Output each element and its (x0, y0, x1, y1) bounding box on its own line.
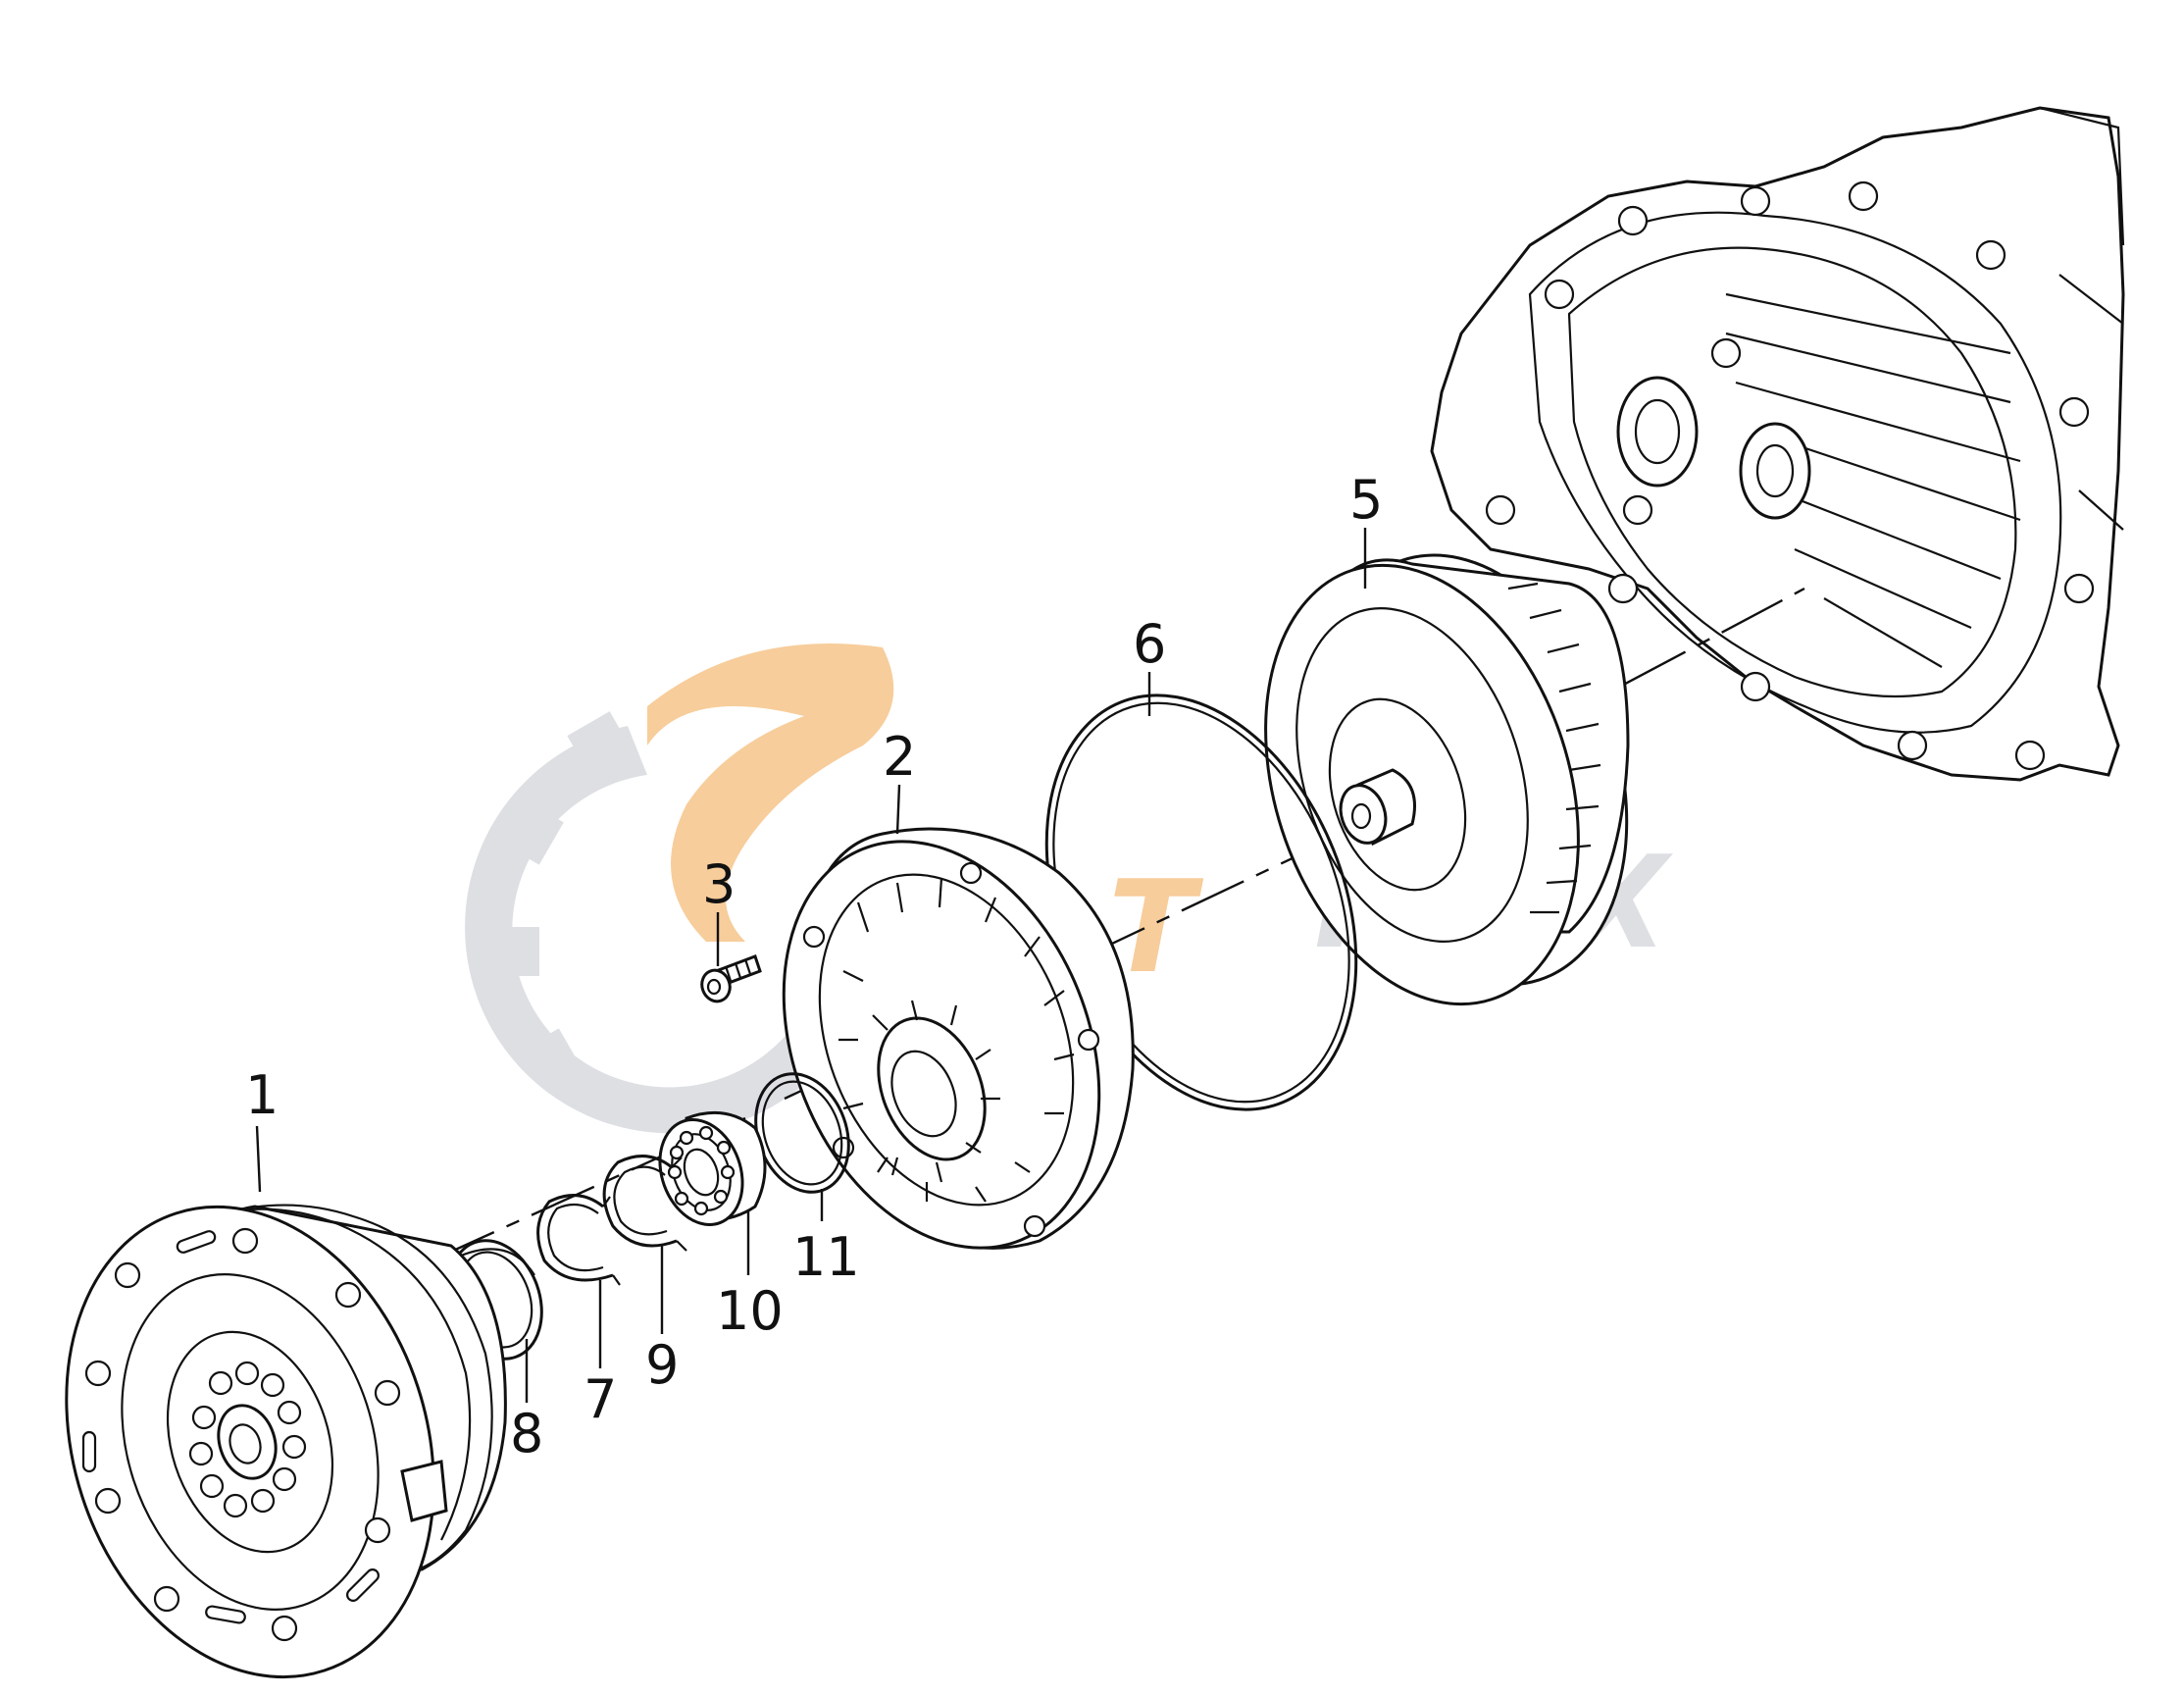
hub-teeth (872, 1000, 1000, 1183)
leader-1 (255, 1125, 262, 1193)
dual-mass-flywheel (65, 1204, 507, 1679)
flywheel-rim-rings (205, 1204, 493, 1576)
flywheel-outer-holes (84, 1227, 401, 1642)
watermark-swirl-icon (647, 643, 894, 942)
leader-2 (895, 784, 901, 835)
housing-inner-rim (1567, 246, 2017, 698)
callout-11: 11 (792, 1226, 860, 1288)
leader-lines (255, 528, 1367, 1403)
housing-bolt-bosses (1485, 180, 2095, 771)
flange-bolt-holes (802, 861, 1100, 1238)
bearing-balls (667, 1125, 736, 1216)
callout-3: 3 (702, 853, 736, 915)
callout-1: 1 (245, 1064, 279, 1126)
callout-9: 9 (645, 1334, 679, 1396)
callout-8: 8 (510, 1403, 543, 1465)
housing-body-right (2039, 106, 2125, 531)
housing-internal-ribs (1725, 292, 2021, 668)
ball-bearing (658, 1110, 767, 1226)
pump-flange (782, 827, 1135, 1250)
callout-10: 10 (716, 1280, 784, 1342)
housing-shaft-bores (1616, 337, 1811, 526)
callout-2: 2 (883, 726, 916, 788)
watermark-gear-teeth (500, 711, 630, 1091)
flywheel-slots (81, 1230, 380, 1624)
callout-7: 7 (584, 1368, 617, 1430)
housing-bellmouth-rim (1528, 211, 2062, 734)
circlip-9 (602, 1155, 687, 1252)
callout-6: 6 (1133, 613, 1166, 675)
socket-head-bolt (700, 954, 762, 1003)
torque-converter (1264, 553, 1630, 1006)
callout-5: 5 (1349, 469, 1383, 531)
circlip-7 (536, 1194, 621, 1286)
flywheel-bolt-circle (188, 1361, 307, 1518)
converter-ring-teeth (1507, 582, 1601, 914)
callout-labels: 1 2 3 5 6 7 8 9 10 11 (245, 469, 1383, 1465)
flange-vanes (838, 877, 1075, 1203)
transmission-housing (1430, 106, 2125, 782)
